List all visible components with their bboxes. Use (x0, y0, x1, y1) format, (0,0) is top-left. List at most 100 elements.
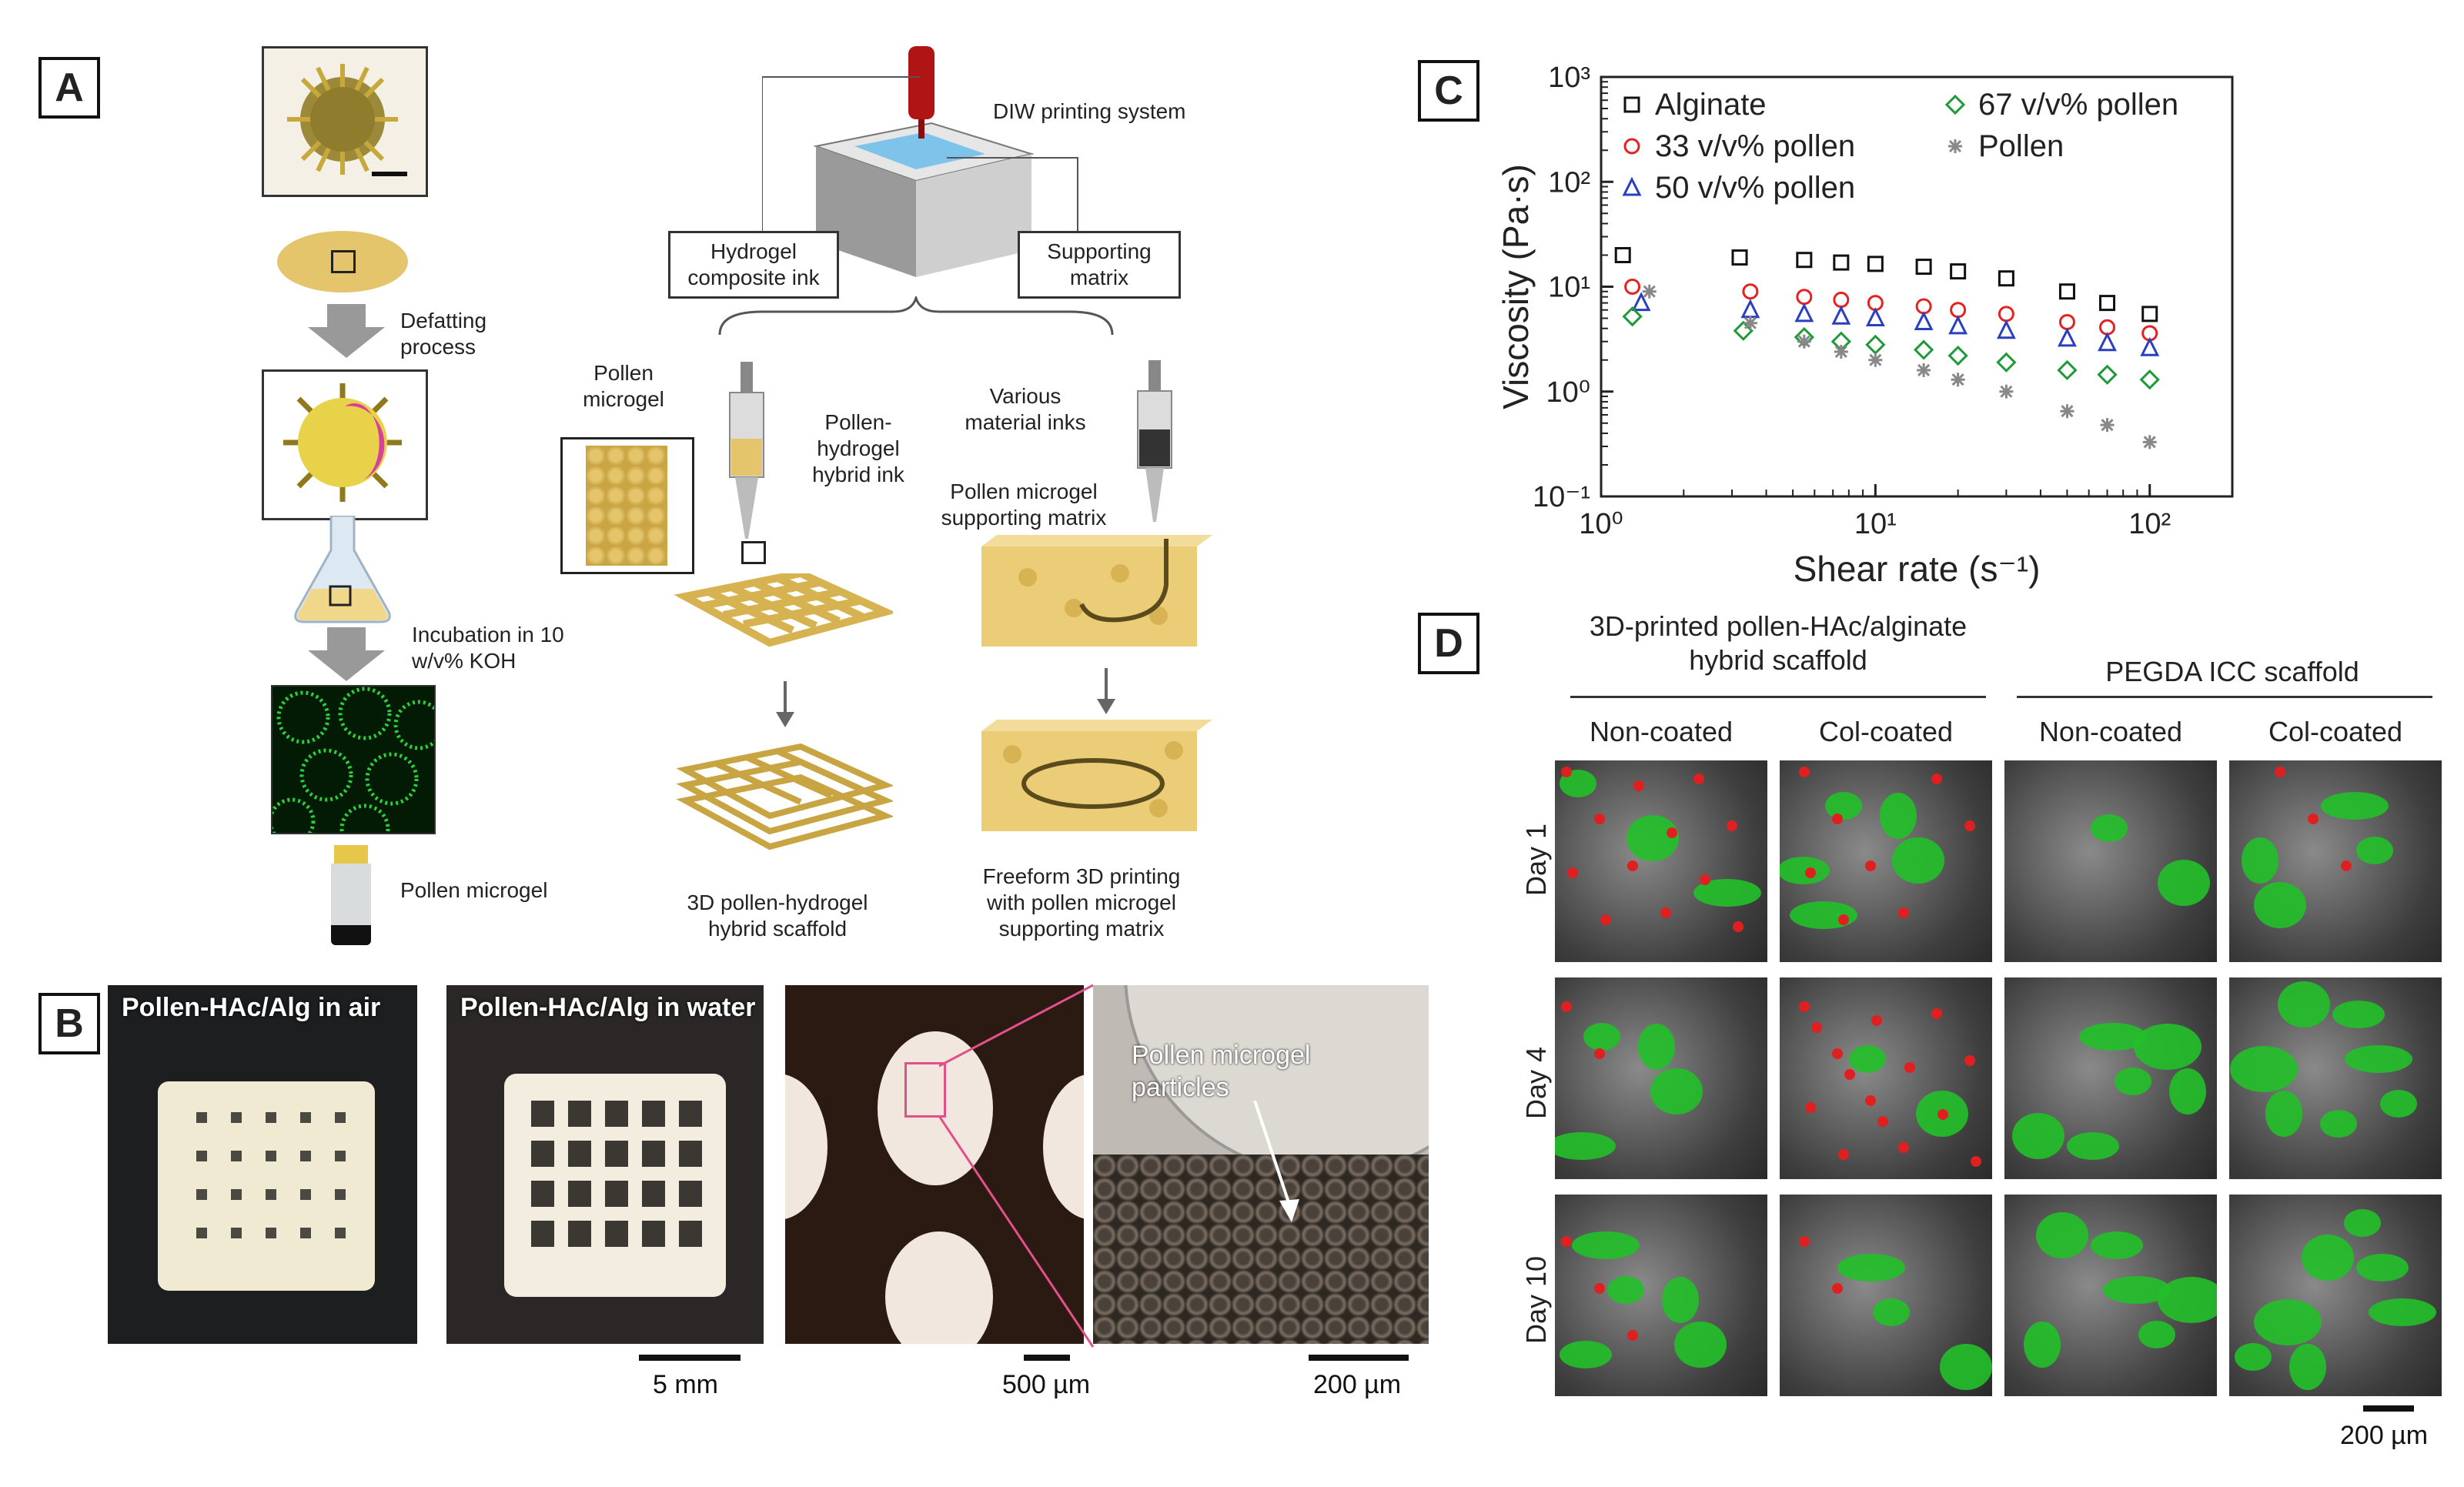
scalebar-200um-d (2363, 1405, 2414, 1412)
y-axis-label: Viscosity (Pa·s) (1496, 164, 1536, 409)
legend-marker-4 (1944, 94, 1966, 115)
scale-500um-label: 500 µm (1002, 1370, 1091, 1399)
brace (718, 296, 1114, 336)
defatted-grain-image (262, 369, 428, 520)
x-tick-label: 10² (2128, 508, 2171, 540)
panel-label-b: B (38, 993, 100, 1054)
data-point-series-2 (1796, 289, 1813, 306)
data-point-series-4 (2139, 369, 2160, 390)
incubation-label: Incubation in 10 w/v% KOH (412, 623, 564, 673)
hybrid-ink-label: Pollen-hydrogel hybrid ink (812, 410, 904, 486)
supporting-matrix-box: Supporting matrix (1018, 231, 1181, 299)
micrograph-day4-col4 (2229, 977, 2442, 1179)
data-point-series-3 (1914, 311, 1934, 330)
data-point-series-4 (2097, 364, 2118, 385)
x-tick-label: 10⁰ (1579, 508, 1623, 540)
data-point-series-5 (1797, 334, 1811, 349)
data-point-series-5 (1951, 373, 1965, 387)
data-point-series-5 (2060, 404, 2075, 419)
micrograph-day10-col2 (1780, 1195, 1992, 1396)
legend-marker-1 (1623, 96, 1640, 113)
data-point-series-5 (2142, 435, 2157, 449)
photo-water-title: Pollen-HAc/Alg in water (460, 993, 756, 1022)
legend-label-3: 50 v/v% pollen (1655, 171, 1855, 205)
various-inks-label: Various material inks (965, 384, 1086, 434)
pollen-microgel-label-a: Pollen microgel (400, 878, 548, 902)
data-point-series-1 (1614, 246, 1631, 263)
legend-marker-5 (1948, 139, 1962, 153)
micrograph-day10-col3 (2004, 1195, 2217, 1396)
col-label-1: Non-coated (1589, 716, 1733, 747)
group1-divider (1570, 696, 1986, 698)
grid-print-layer (674, 573, 893, 647)
legend-label-2: 33 v/v% pollen (1655, 129, 1855, 163)
y-tick-label: 10¹ (1548, 272, 1590, 304)
scaffold-3d-label: 3D pollen-hydrogel hybrid scaffold (687, 891, 868, 941)
x-axis-label: Shear rate (s⁻¹) (1794, 549, 2041, 589)
data-point-series-1 (2099, 295, 2116, 312)
data-point-series-4 (1865, 334, 1886, 355)
row-label-day4: Day 4 (1520, 1046, 1552, 1120)
data-point-series-2 (1624, 279, 1641, 295)
data-point-series-2 (1950, 302, 1967, 319)
data-point-series-5 (1917, 363, 1931, 377)
defatting-label: Defatting process (400, 309, 487, 359)
data-point-series-1 (1915, 259, 1932, 276)
panel-label-a: A (38, 57, 100, 119)
legend-label-5: Pollen (1978, 129, 2064, 163)
data-point-series-5 (1834, 344, 1848, 359)
y-tick-label: 10⁰ (1546, 376, 1590, 409)
data-point-series-1 (1833, 254, 1850, 271)
legend-label-4: 67 v/v% pollen (1978, 88, 2178, 122)
scale-5mm-label: 5 mm (653, 1370, 718, 1399)
data-point-series-3 (2098, 332, 2117, 352)
particles-label: Pollen microgel particles (1132, 1041, 1311, 1102)
col-label-3: Non-coated (2038, 716, 2183, 747)
data-point-series-4 (1996, 352, 2017, 373)
pollen-powder-pile (277, 231, 408, 292)
micrograph-day10-col1 (1555, 1195, 1767, 1396)
micrograph-day1-col4 (2229, 760, 2442, 962)
micrograph-day4-col2 (1780, 977, 1992, 1179)
micrograph-day10-col4 (2229, 1195, 2442, 1396)
pointer-arrow-icon (1253, 1101, 1299, 1222)
data-point-series-4 (1733, 320, 1754, 341)
pollen-microgel-label: Pollen microgel (583, 361, 664, 411)
arrow-down-small-icon-2 (1097, 668, 1115, 714)
data-point-series-4 (1622, 306, 1643, 327)
diw-system-label: DIW printing system (993, 99, 1186, 123)
scale-200um-b-label: 200 µm (1313, 1370, 1402, 1399)
group2-divider (2017, 696, 2432, 698)
micrograph-day4-col3 (2004, 977, 2217, 1179)
hydrogel-ink-box: Hydrogel composite ink (668, 231, 839, 299)
data-point-series-1 (1950, 263, 1967, 280)
data-point-series-3 (1948, 315, 1968, 335)
micrograph-day1-col3 (2004, 760, 2217, 962)
data-point-series-3 (2140, 336, 2160, 356)
zoom-region-box (904, 1062, 946, 1118)
data-point-series-1 (2058, 283, 2075, 300)
data-point-series-3 (1996, 319, 2016, 339)
scaffold-photo-air: Pollen-HAc/Alg in air (108, 985, 417, 1344)
scalebar-200um-b (1309, 1355, 1409, 1361)
panel-label-c: C (1418, 60, 1479, 122)
supporting-matrix-block-2 (981, 720, 1212, 831)
data-point-series-1 (1731, 249, 1748, 266)
micrograph-day1-col2 (1780, 760, 1992, 962)
scaffold-photo-water: Pollen-HAc/Alg in water (446, 985, 764, 1344)
photo-air-title: Pollen-HAc/Alg in air (122, 993, 381, 1022)
data-point-series-3 (1865, 307, 1885, 327)
col-label-2: Col-coated (1818, 716, 1954, 747)
arrow-down-small-icon (776, 681, 794, 727)
row-label-day10: Day 10 (1520, 1255, 1552, 1345)
nozzle-zoom-box (741, 541, 766, 564)
legend-marker-3 (1622, 176, 1642, 196)
flask-icon (294, 516, 391, 623)
data-point-series-2 (2058, 313, 2075, 330)
data-point-series-1 (1998, 270, 2014, 287)
arrow-down-icon-2 (308, 627, 385, 681)
vial-image (331, 845, 371, 945)
data-point-series-1 (1796, 252, 1813, 269)
data-point-series-2 (1998, 306, 2014, 322)
